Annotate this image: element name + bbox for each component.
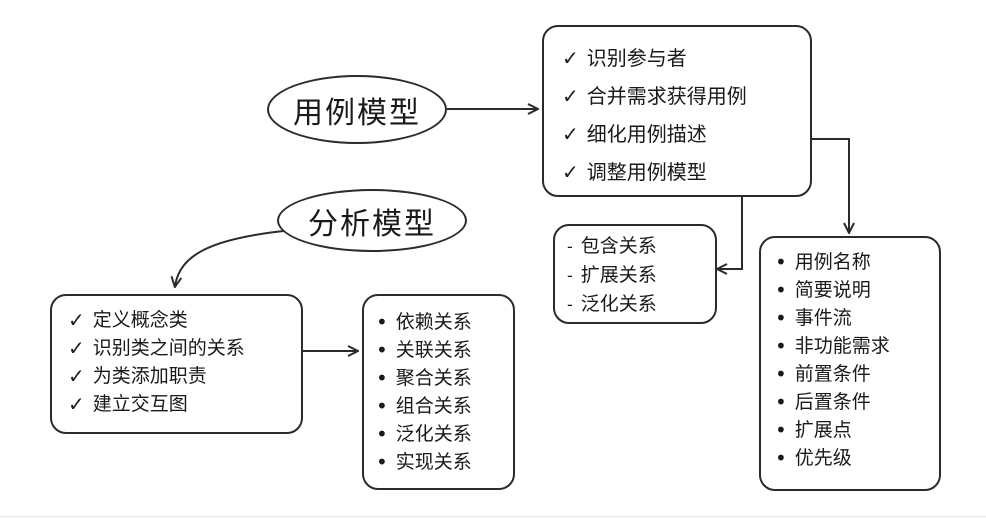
list-item: ✓识别类之间的关系 <box>68 336 245 360</box>
use-case-description-list: •用例名称 •简要说明 •事件流 •非功能需求 •前置条件 •后置条件 •扩展点… <box>775 248 890 472</box>
bullet-icon: • <box>775 250 787 274</box>
list-item: •简要说明 <box>775 278 871 302</box>
check-icon: ✓ <box>68 364 85 388</box>
bullet-icon: • <box>376 310 388 334</box>
bullet-icon: • <box>376 338 388 362</box>
list-item: ✓细化用例描述 <box>562 115 747 153</box>
list-item: ✓建立交互图 <box>68 392 188 416</box>
dash-icon: - <box>567 237 573 256</box>
bullet-icon: • <box>376 394 388 418</box>
list-item: ✓为类添加职责 <box>68 364 207 388</box>
list-item: •后置条件 <box>775 390 871 414</box>
list-item: •用例名称 <box>775 250 871 274</box>
check-icon: ✓ <box>68 392 85 416</box>
dash-icon: - <box>567 266 573 285</box>
list-item: •实现关系 <box>376 450 472 474</box>
list-item: •泛化关系 <box>376 422 472 446</box>
check-icon: ✓ <box>562 160 579 184</box>
bullet-icon: • <box>775 278 787 302</box>
check-icon: ✓ <box>68 336 85 360</box>
list-item: •聚合关系 <box>376 366 472 390</box>
bullet-icon: • <box>376 450 388 474</box>
bullet-icon: • <box>775 334 787 358</box>
arrow-analysis-model-to-steps <box>175 229 294 286</box>
use-case-model-label: 用例模型 <box>293 95 421 131</box>
class-relations-box: •依赖关系 •关联关系 •聚合关系 •组合关系 •泛化关系 •实现关系 <box>362 294 515 490</box>
analysis-steps-box: ✓定义概念类 ✓识别类之间的关系 ✓为类添加职责 ✓建立交互图 <box>50 294 303 434</box>
list-item: ✓定义概念类 <box>68 308 188 332</box>
use-case-description-box: •用例名称 •简要说明 •事件流 •非功能需求 •前置条件 •后置条件 •扩展点… <box>759 236 941 491</box>
check-icon: ✓ <box>562 46 579 70</box>
list-item: •前置条件 <box>775 362 871 386</box>
class-relations-list: •依赖关系 •关联关系 •聚合关系 •组合关系 •泛化关系 •实现关系 <box>376 308 472 476</box>
bullet-icon: • <box>775 446 787 470</box>
check-icon: ✓ <box>68 308 85 332</box>
bullet-icon: • <box>775 362 787 386</box>
list-item: •非功能需求 <box>775 334 890 358</box>
analysis-model-node: 分析模型 <box>277 189 467 252</box>
list-item: •依赖关系 <box>376 310 472 334</box>
bullet-icon: • <box>376 366 388 390</box>
analysis-steps-list: ✓定义概念类 ✓识别类之间的关系 ✓为类添加职责 ✓建立交互图 <box>68 306 245 418</box>
dash-icon: - <box>567 295 573 314</box>
bullet-icon: • <box>775 390 787 414</box>
list-item: •关联关系 <box>376 338 472 362</box>
list-item: -泛化关系 <box>567 290 657 319</box>
list-item: -包含关系 <box>567 232 657 261</box>
list-item: •组合关系 <box>376 394 472 418</box>
list-item: •扩展点 <box>775 418 852 442</box>
check-icon: ✓ <box>562 84 579 108</box>
bullet-icon: • <box>775 418 787 442</box>
list-item: ✓识别参与者 <box>562 39 747 77</box>
analysis-model-label: 分析模型 <box>308 206 436 242</box>
list-item: •优先级 <box>775 446 852 470</box>
use-case-model-node: 用例模型 <box>267 75 447 144</box>
bullet-icon: • <box>775 306 787 330</box>
use-case-steps-box: ✓识别参与者 ✓合并需求获得用例 ✓细化用例描述 ✓调整用例模型 <box>542 25 812 197</box>
use-case-steps-list: ✓识别参与者 ✓合并需求获得用例 ✓细化用例描述 ✓调整用例模型 <box>562 39 747 191</box>
list-item: ✓合并需求获得用例 <box>562 77 747 115</box>
bottom-divider <box>0 516 986 517</box>
use-case-relations-list: -包含关系 -扩展关系 -泛化关系 <box>567 232 657 319</box>
list-item: •事件流 <box>775 306 852 330</box>
list-item: ✓调整用例模型 <box>562 153 747 191</box>
check-icon: ✓ <box>562 122 579 146</box>
list-item: -扩展关系 <box>567 261 657 290</box>
use-case-relations-box: -包含关系 -扩展关系 -泛化关系 <box>553 224 717 324</box>
bullet-icon: • <box>376 422 388 446</box>
